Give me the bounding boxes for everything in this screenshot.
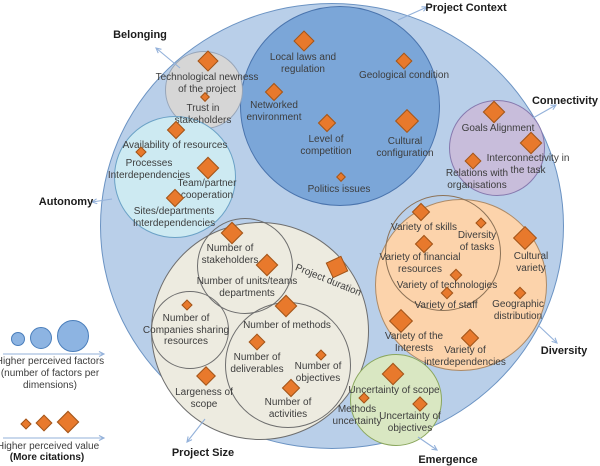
processes-interdependencies-label: Processes Interdependencies bbox=[107, 158, 191, 181]
local-laws-label: Local laws and regulation bbox=[269, 52, 337, 75]
bubble-ps-companies bbox=[151, 291, 229, 369]
legend-circle-icon-1 bbox=[11, 332, 25, 346]
cultural-variety-label: Cultural variety bbox=[513, 251, 549, 274]
legend-diamond-icon-1 bbox=[20, 418, 32, 430]
number-of-stakeholders-label: Number of stakeholders bbox=[201, 243, 259, 266]
level-of-competition-label: Level of competition bbox=[300, 134, 352, 157]
availability-of-resources-label: Availability of resources bbox=[122, 140, 228, 151]
legend-diamond-icon-2 bbox=[35, 414, 53, 432]
technological-newness-label: Technological newness of the project bbox=[155, 72, 259, 95]
legend-citations-caption: (More citations) bbox=[9, 452, 85, 463]
relations-with-organisations-label: Relations with organisations bbox=[445, 168, 509, 191]
variety-of-technologies-label: Variety of technologies bbox=[396, 280, 498, 291]
variety-of-the-interests-label: Variety of the Interests bbox=[384, 331, 444, 354]
cultural-configuration-label: Cultural configuration bbox=[376, 136, 434, 159]
legend-value-caption: Higher perceived value bbox=[0, 441, 100, 452]
goals-alignment-label: Goals Alignment bbox=[461, 123, 535, 134]
legend-factors-caption: Higher perceived factors (number of fact… bbox=[0, 356, 105, 391]
uncertainty-of-scope-label: Uncertainty of scope bbox=[348, 385, 440, 396]
diversity-of-tasks-label: Diversity of tasks bbox=[457, 230, 497, 253]
variety-of-interdependencies-label: Variety of interdependencies bbox=[424, 345, 506, 368]
trust-in-stakeholders-label: Trust in stakeholders bbox=[174, 103, 232, 126]
variety-of-staff-label: Variety of staff bbox=[414, 300, 478, 311]
dimension-arrow-diversity bbox=[538, 325, 558, 344]
geographic-distribution-label: Geographic distribution bbox=[492, 299, 544, 322]
number-of-methods-label: Number of methods bbox=[243, 320, 331, 331]
legend-circle-icon-3 bbox=[57, 320, 89, 352]
dimension-label-connectivity: Connectivity bbox=[531, 95, 599, 107]
number-of-activities-label: Number of activities bbox=[264, 397, 312, 420]
variety-of-skills-label: Variety of skills bbox=[391, 222, 457, 233]
number-of-companies-sharing-label: Number of Companies sharing resources bbox=[142, 313, 230, 347]
geological-condition-label: Geological condition bbox=[358, 70, 450, 81]
number-of-objectives-label: Number of objectives bbox=[294, 361, 342, 384]
dimension-label-emergence: Emergence bbox=[418, 454, 478, 466]
dimension-label-diversity: Diversity bbox=[540, 345, 588, 357]
number-of-units-teams-label: Number of units/teams departments bbox=[196, 276, 298, 299]
networked-environment-label: Networked environment bbox=[246, 100, 302, 123]
sites-departments-interdependencies-label: Sites/departments Interdependencies bbox=[132, 206, 216, 229]
dimension-label-project-size: Project Size bbox=[171, 447, 235, 459]
dimension-label-belonging: Belonging bbox=[113, 29, 167, 41]
bubble-ps-stakeholders bbox=[197, 218, 293, 314]
methods-uncertainty-label: Methods uncertainty bbox=[332, 404, 382, 427]
bubble-diversity-inner bbox=[385, 195, 501, 311]
largeness-of-scope-label: Largeness of scope bbox=[175, 387, 233, 410]
dimension-label-autonomy: Autonomy bbox=[38, 196, 94, 208]
legend-circle-icon-2 bbox=[30, 327, 52, 349]
variety-of-financial-resources-label: Variety of financial resources bbox=[379, 252, 461, 275]
number-of-deliverables-label: Number of deliverables bbox=[230, 352, 284, 375]
dimension-label-project-context: Project Context bbox=[425, 2, 507, 14]
dimension-arrow-emergence bbox=[417, 436, 439, 451]
interconnectivity-in-the-task-label: Interconnectivity in the task bbox=[486, 153, 570, 176]
uncertainty-of-objectives-label: Uncertainty of objectives bbox=[379, 411, 441, 434]
team-partner-cooperation-label: Team/partner cooperation bbox=[177, 178, 237, 201]
politics-issues-label: Politics issues bbox=[307, 184, 371, 195]
legend-diamond-icon-3 bbox=[56, 410, 80, 434]
